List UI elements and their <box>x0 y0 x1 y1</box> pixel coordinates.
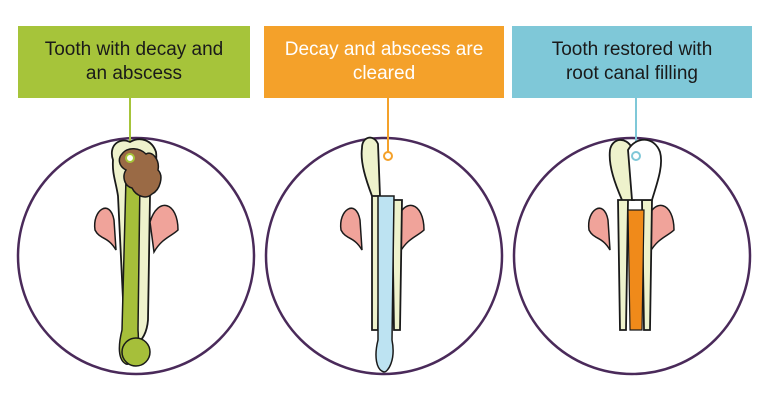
gum-left-restored <box>587 207 611 251</box>
abscess-bulb <box>121 337 151 367</box>
label-cleared-text: Decay and abscess are cleared <box>284 39 484 84</box>
label-cleared: Decay and abscess are cleared <box>264 26 504 98</box>
label-decayed: Tooth with decay and an abscess <box>18 26 250 98</box>
pulp-cleared <box>375 195 395 373</box>
gum-right-decayed <box>149 204 179 255</box>
panel-cleared <box>264 98 504 376</box>
circle-cleared <box>264 136 504 376</box>
pointer-dot-decayed <box>125 153 135 163</box>
enamel-restored <box>627 138 662 201</box>
label-restored-text: Tooth restored with root canal filling <box>551 39 713 84</box>
label-restored: Tooth restored with root canal filling <box>512 26 752 98</box>
gum-right-restored <box>645 204 675 255</box>
gum-right-cleared <box>395 204 425 255</box>
pointer-dot-cleared <box>383 151 393 161</box>
gum-left-decayed <box>93 207 117 251</box>
pulp-decayed <box>118 177 141 365</box>
circle-decayed <box>16 136 256 376</box>
filling-restored <box>627 209 645 331</box>
gum-left-cleared <box>339 207 363 251</box>
panel-decayed <box>16 98 256 376</box>
pointer-dot-restored <box>631 151 641 161</box>
circle-restored <box>512 136 752 376</box>
label-decayed-text: Tooth with decay and an abscess <box>44 39 224 84</box>
panel-restored <box>512 98 752 376</box>
